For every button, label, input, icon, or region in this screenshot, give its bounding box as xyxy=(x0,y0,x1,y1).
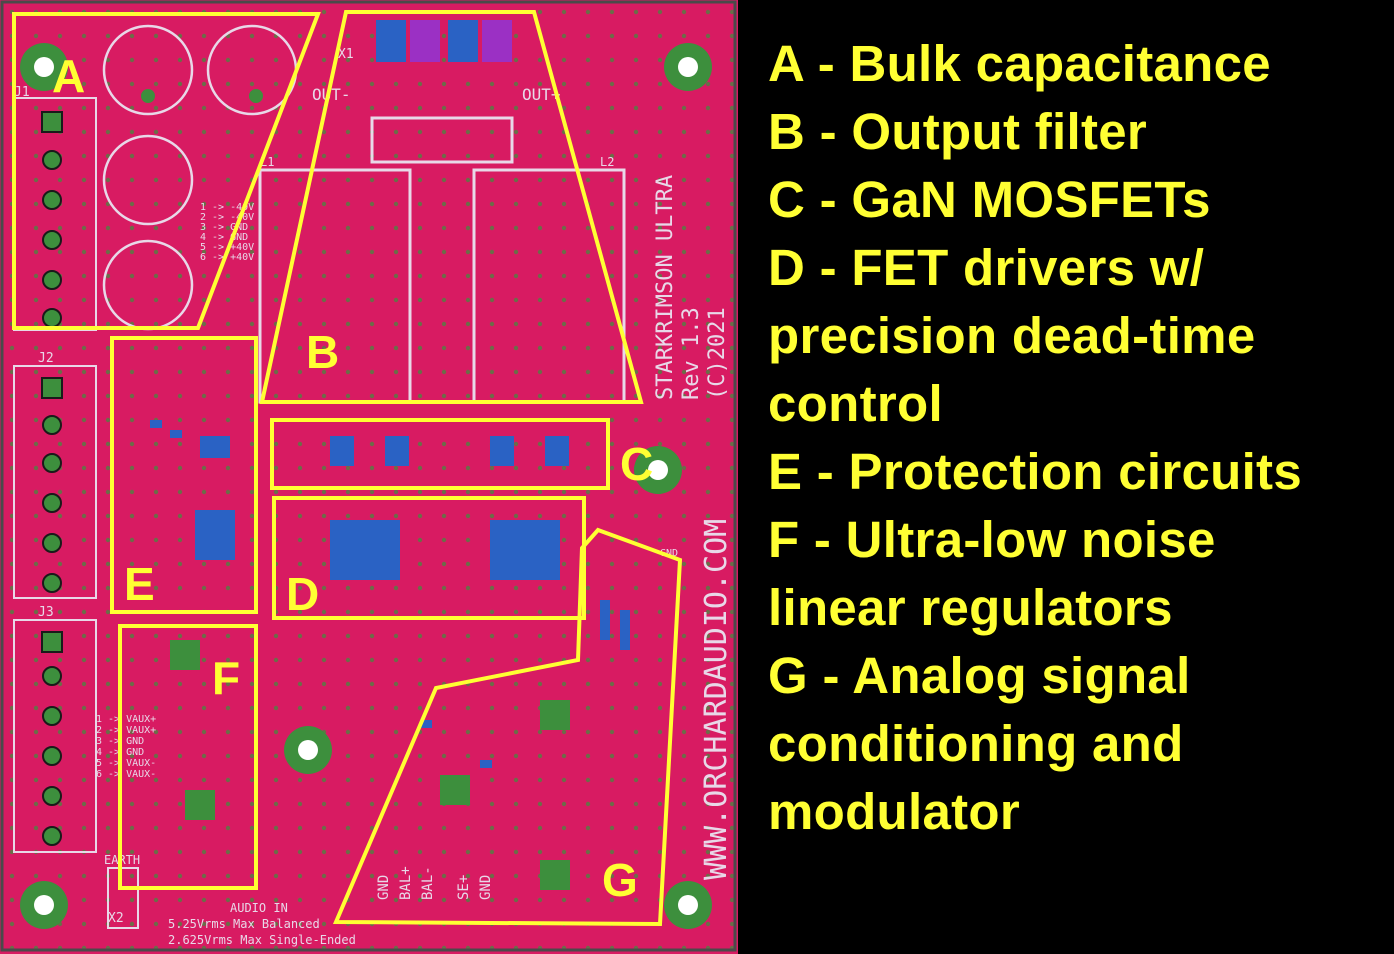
board-copyright: (C)2021 xyxy=(705,307,730,400)
svg-text:GND: GND xyxy=(376,875,392,900)
svg-text:6 -> VAUX-: 6 -> VAUX- xyxy=(96,769,156,780)
region-c-outline xyxy=(270,418,610,490)
earth-label: EARTH xyxy=(104,853,140,867)
input-pin-labels: GND BAL+ BAL- SE+ GND xyxy=(376,866,494,900)
legend-line: precision dead-time xyxy=(768,307,1256,364)
region-d-letter: D xyxy=(286,568,319,620)
svg-text:X2: X2 xyxy=(108,911,124,926)
svg-text:2 -> VAUX+: 2 -> VAUX+ xyxy=(96,725,156,736)
legend-line: D - FET drivers w/ xyxy=(768,239,1205,296)
region-b-letter: B xyxy=(306,326,339,378)
out-minus-label: OUT- xyxy=(312,85,351,104)
board-outline xyxy=(0,0,737,952)
svg-text:J3: J3 xyxy=(38,605,54,620)
region-d-outline xyxy=(272,496,586,620)
region-c-letter: C xyxy=(620,438,653,490)
via-field xyxy=(0,0,738,954)
board-revision: Rev 1.3 xyxy=(679,307,704,400)
legend-line: modulator xyxy=(768,783,1021,840)
mounting-holes xyxy=(20,43,712,929)
svg-text:J2: J2 xyxy=(38,351,54,366)
region-f-outline xyxy=(118,624,258,890)
legend-line: conditioning and xyxy=(768,715,1184,772)
svg-text:3 -> GND: 3 -> GND xyxy=(200,222,248,233)
region-a-letter: A xyxy=(52,50,85,102)
gnd-label: GND xyxy=(660,548,678,559)
board-website: WWW.ORCHARDAUDIO.COM xyxy=(699,519,734,880)
out-plus-label: OUT+ xyxy=(522,85,561,104)
pcb-board: STARKRIMSON ULTRA Rev 1.3 (C)2021 WWW.OR… xyxy=(0,0,738,954)
svg-text:SE+: SE+ xyxy=(456,875,472,900)
region-a-outline xyxy=(12,12,321,330)
connector-pins xyxy=(41,111,63,846)
svg-text:BAL-: BAL- xyxy=(420,866,436,900)
legend-line: G - Analog signal xyxy=(768,647,1191,704)
svg-text:1 -> VAUX+: 1 -> VAUX+ xyxy=(96,714,156,725)
svg-text:BAL+: BAL+ xyxy=(398,866,414,900)
legend-line: B - Output filter xyxy=(768,103,1148,160)
region-e-letter: E xyxy=(124,558,155,610)
svg-text:6 -> +40V: 6 -> +40V xyxy=(200,252,254,263)
svg-text:J1: J1 xyxy=(14,85,30,100)
legend-line: A - Bulk capacitance xyxy=(768,35,1271,92)
region-g-outline xyxy=(332,527,683,927)
connector-labels: J1 J2 J3 X1 X2 xyxy=(14,47,354,926)
region-e-outline xyxy=(110,336,258,614)
legend-line: F - Ultra-low noise xyxy=(768,511,1216,568)
svg-text:5 -> VAUX-: 5 -> VAUX- xyxy=(96,758,156,769)
region-legend: A - Bulk capacitance B - Output filter C… xyxy=(768,30,1388,846)
audio-in-balanced: 5.25Vrms Max Balanced xyxy=(168,917,320,931)
svg-text:4 -> GND: 4 -> GND xyxy=(200,232,248,243)
audio-in-label: AUDIO IN xyxy=(230,901,288,915)
svg-text:2 -> -40V: 2 -> -40V xyxy=(200,212,254,223)
region-f-letter: F xyxy=(212,652,240,704)
region-b-outline xyxy=(259,10,644,404)
legend-line: E - Protection circuits xyxy=(768,443,1303,500)
legend-line: C - GaN MOSFETs xyxy=(768,171,1211,228)
legend-line: linear regulators xyxy=(768,579,1173,636)
svg-text:GND: GND xyxy=(478,875,494,900)
region-letters: A B C D E F G xyxy=(52,50,653,906)
legend-line: control xyxy=(768,375,943,432)
audio-in-single-ended: 2.625Vrms Max Single-Ended xyxy=(168,933,356,947)
svg-text:X1: X1 xyxy=(338,47,354,62)
region-g-letter: G xyxy=(602,854,638,906)
board-title: STARKRIMSON ULTRA xyxy=(653,175,678,400)
smd-pads xyxy=(150,20,630,890)
inductor-l2-label: L2 xyxy=(600,155,614,169)
region-outlines xyxy=(12,10,683,927)
svg-text:1 -> -40V: 1 -> -40V xyxy=(200,202,254,213)
